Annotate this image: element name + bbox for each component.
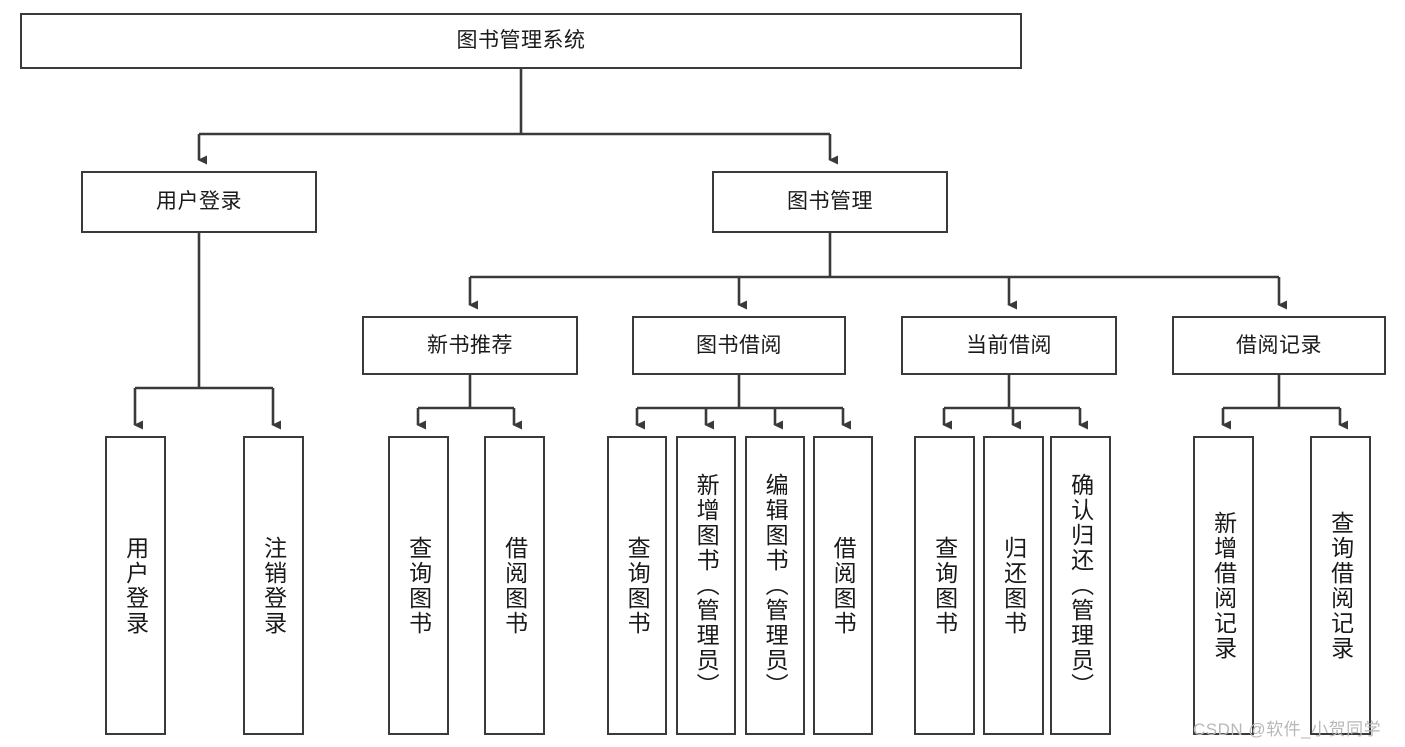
leaf-confirm-return-admin-label: 确认归还（管理员）	[1067, 473, 1094, 698]
leaf-query-borrow-record[interactable]: 查询借阅记录	[1310, 436, 1371, 735]
leaf-query-book-current-label: 查询图书	[931, 535, 958, 636]
leaf-add-borrow-record-label: 新增借阅记录	[1210, 510, 1237, 661]
node-user-login-label: 用户登录	[156, 190, 242, 214]
csdn-watermark: CSDN @软件_小贺同学	[1193, 720, 1382, 739]
node-book-borrow-label: 图书借阅	[696, 333, 782, 357]
leaf-user-login-label: 用户登录	[122, 535, 149, 636]
leaf-add-book-admin-label: 新增图书（管理员）	[693, 473, 720, 698]
node-root[interactable]: 图书管理系统	[20, 13, 1022, 69]
leaf-borrow-book[interactable]: 借阅图书	[813, 436, 873, 735]
node-current-borrow[interactable]: 当前借阅	[901, 316, 1117, 375]
node-new-book-recommend-label: 新书推荐	[427, 333, 513, 357]
leaf-query-book-borrow-label: 查询图书	[624, 535, 651, 636]
leaf-return-book-label: 归还图书	[1000, 535, 1027, 636]
node-root-label: 图书管理系统	[456, 29, 586, 53]
leaf-query-book-recommend-label: 查询图书	[405, 535, 432, 636]
node-book-management-label: 图书管理	[787, 190, 873, 214]
node-book-management[interactable]: 图书管理	[712, 171, 948, 233]
leaf-edit-book-admin[interactable]: 编辑图书（管理员）	[745, 436, 805, 735]
leaf-query-borrow-record-label: 查询借阅记录	[1327, 510, 1354, 661]
leaf-logout-label: 注销登录	[260, 535, 287, 636]
leaf-add-borrow-record[interactable]: 新增借阅记录	[1193, 436, 1254, 735]
node-borrow-records[interactable]: 借阅记录	[1172, 316, 1386, 375]
leaf-add-book-admin[interactable]: 新增图书（管理员）	[676, 436, 736, 735]
leaf-query-book-recommend[interactable]: 查询图书	[388, 436, 449, 735]
leaf-query-book-current[interactable]: 查询图书	[914, 436, 975, 735]
node-user-login[interactable]: 用户登录	[81, 171, 317, 233]
leaf-borrow-book-recommend-label: 借阅图书	[501, 535, 528, 636]
node-new-book-recommend[interactable]: 新书推荐	[362, 316, 578, 375]
node-current-borrow-label: 当前借阅	[966, 333, 1052, 357]
node-book-borrow[interactable]: 图书借阅	[632, 316, 846, 375]
leaf-query-book-borrow[interactable]: 查询图书	[607, 436, 667, 735]
leaf-logout[interactable]: 注销登录	[243, 436, 304, 735]
leaf-borrow-book-label: 借阅图书	[830, 535, 857, 636]
leaf-confirm-return-admin[interactable]: 确认归还（管理员）	[1050, 436, 1111, 735]
leaf-edit-book-admin-label: 编辑图书（管理员）	[762, 473, 789, 698]
leaf-user-login[interactable]: 用户登录	[105, 436, 166, 735]
leaf-return-book[interactable]: 归还图书	[983, 436, 1044, 735]
node-borrow-records-label: 借阅记录	[1236, 333, 1322, 357]
leaf-borrow-book-recommend[interactable]: 借阅图书	[484, 436, 545, 735]
